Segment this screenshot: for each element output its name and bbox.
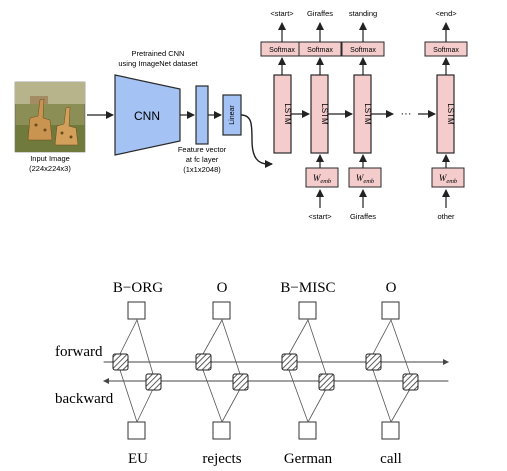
backward-label: backward [55, 391, 114, 407]
tag-label: B−ORG [113, 280, 163, 296]
bilstm-ner-diagram: B−ORG O B−MISC O EU rejects German call … [55, 280, 449, 467]
backward-lstm-cell [232, 373, 249, 391]
softmax-label: Softmax [350, 47, 376, 54]
forward-lstm-cell [281, 353, 298, 371]
backward-lstm-cell [402, 373, 419, 391]
forward-lstm-cell [365, 353, 382, 371]
cnn-block [114, 74, 181, 156]
pretrained-line2: using ImageNet dataset [118, 59, 198, 68]
output-word: <end> [435, 9, 457, 18]
output-node [127, 301, 146, 320]
feature-vector-block [195, 85, 209, 145]
input-caption-line1: Input Image [30, 154, 70, 163]
embedding-label: Wemb [439, 173, 458, 185]
arrow-linear-to-lstm [240, 114, 273, 168]
output-word: standing [349, 9, 377, 18]
embedding-label: Wemb [356, 173, 375, 185]
backward-lstm-cell [145, 373, 162, 391]
input-image [14, 81, 86, 153]
forward-lstm-cell [112, 353, 129, 371]
output-node [212, 301, 231, 320]
lstm-label: LSTM [363, 103, 372, 125]
lstm-label: LSTM [446, 103, 455, 125]
output-node [381, 301, 400, 320]
output-word: <start> [270, 9, 294, 18]
input-node [212, 421, 231, 440]
input-node [381, 421, 400, 440]
input-caption-line2: (224x224x3) [29, 164, 71, 173]
input-word: <start> [308, 212, 332, 221]
softmax-label: Softmax [307, 47, 333, 54]
word-label: German [284, 451, 333, 467]
word-label: rejects [202, 451, 241, 467]
embedding-block [348, 167, 382, 188]
ellipsis: ··· [401, 108, 412, 120]
forward-lstm-cell [195, 353, 212, 371]
output-word: Giraffes [307, 9, 333, 18]
cnn-label: CNN [134, 109, 160, 123]
tag-label: O [386, 280, 397, 296]
lstm-column-4: LSTM Softmax <end> Wemb other [424, 9, 468, 221]
embedding-block [431, 167, 465, 188]
backward-lstm-cell [318, 373, 335, 391]
image-captioning-diagram: Input Image (224x224x3) Pretrained CNN u… [14, 9, 468, 221]
lstm-column-2: LSTM Softmax Giraffes Wemb <start> [298, 9, 342, 221]
output-node [298, 301, 317, 320]
word-label: EU [128, 451, 148, 467]
feature-line2: at fc layer [186, 155, 219, 164]
lstm-column-1: LSTM Softmax <start> [260, 9, 304, 154]
input-node [127, 421, 146, 440]
forward-label: forward [55, 344, 103, 360]
lstm-label: LSTM [320, 103, 329, 125]
softmax-label: Softmax [433, 47, 459, 54]
embedding-label: Wemb [313, 173, 332, 185]
tag-label: O [217, 280, 228, 296]
word-label: call [380, 451, 402, 467]
pretrained-line1: Pretrained CNN [132, 49, 185, 58]
embedding-block [305, 167, 339, 188]
lstm-label: LSTM [283, 103, 292, 125]
softmax-label: Softmax [269, 47, 295, 54]
feature-line1: Feature vector [178, 145, 227, 154]
connections [119, 319, 411, 423]
linear-label: Linear [229, 105, 236, 125]
lstm-column-3: LSTM Softmax standing Wemb Giraffes [341, 9, 385, 221]
input-word: Giraffes [350, 212, 376, 221]
feature-line3: (1x1x2048) [183, 165, 221, 174]
input-word: other [437, 212, 455, 221]
input-node [298, 421, 317, 440]
tag-label: B−MISC [280, 280, 335, 296]
